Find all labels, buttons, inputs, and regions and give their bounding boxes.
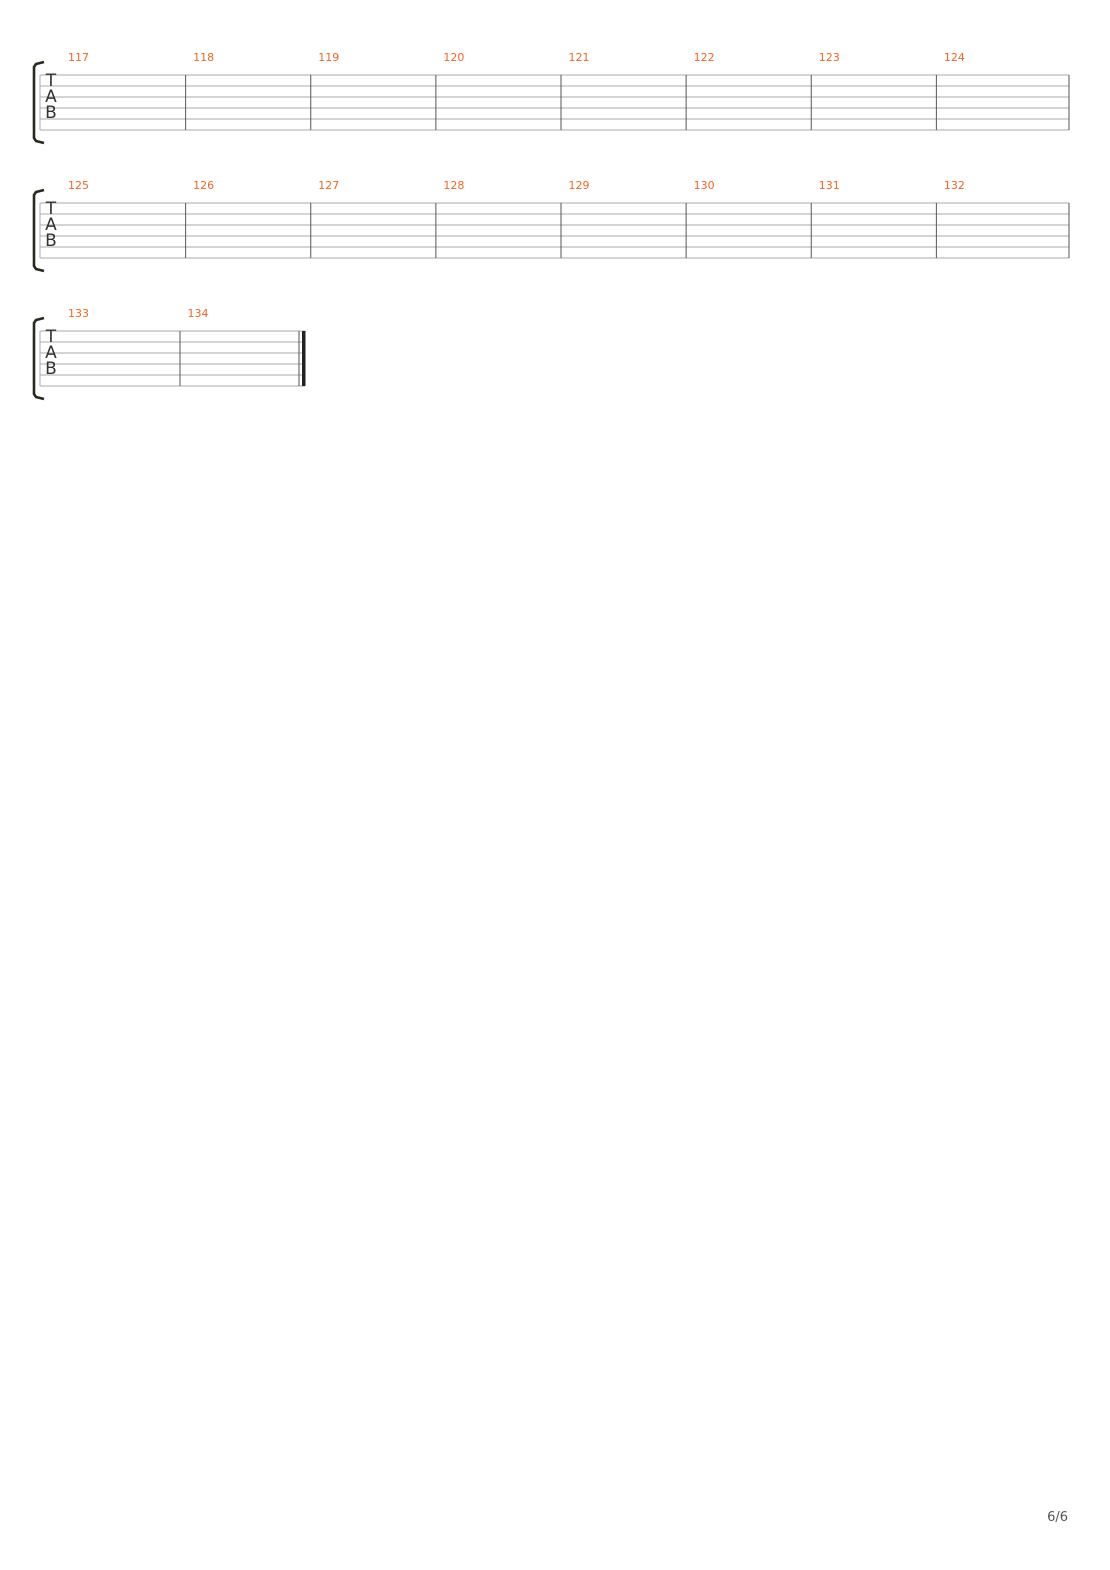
measure-number: 123	[819, 51, 840, 64]
measure-number: 124	[944, 51, 965, 64]
measure-number: 122	[694, 51, 715, 64]
tab-system: TAB 125 126 127 128 129 130 131 132	[32, 179, 1070, 273]
measure-number: 129	[569, 179, 590, 192]
tab-clef-letter: A	[45, 87, 57, 107]
measure-number: 134	[188, 307, 209, 320]
tab-clef-letter: B	[45, 231, 57, 251]
measure-number: 128	[443, 179, 464, 192]
tab-clef-letter: T	[45, 327, 57, 347]
measure-number: 118	[193, 51, 214, 64]
measure-number: 121	[569, 51, 590, 64]
measure-number: 126	[193, 179, 214, 192]
system-bracket	[32, 188, 45, 273]
measure-number: 130	[694, 179, 715, 192]
final-barline-thick	[302, 331, 306, 386]
measure-number: 117	[68, 51, 89, 64]
measure-number: 133	[68, 307, 89, 320]
tab-clef-letter: A	[45, 215, 57, 235]
tab-clef-letter: B	[45, 103, 57, 123]
tab-system: TAB 133 134	[32, 307, 306, 401]
tab-clef-letter: B	[45, 359, 57, 379]
measure-number: 120	[443, 51, 464, 64]
measure-number: 131	[819, 179, 840, 192]
tab-system: TAB 117 118 119 120 121 122 123 124	[32, 51, 1070, 145]
measure-number: 132	[944, 179, 965, 192]
measure-number: 125	[68, 179, 89, 192]
measure-number: 127	[318, 179, 339, 192]
tab-clef-letter: T	[45, 71, 57, 91]
system-bracket	[32, 60, 45, 145]
tab-clef-letter: T	[45, 199, 57, 219]
page-number: 6/6	[1047, 1510, 1068, 1525]
tab-clef-letter: A	[45, 343, 57, 363]
system-bracket	[32, 316, 45, 401]
measure-number: 119	[318, 51, 339, 64]
